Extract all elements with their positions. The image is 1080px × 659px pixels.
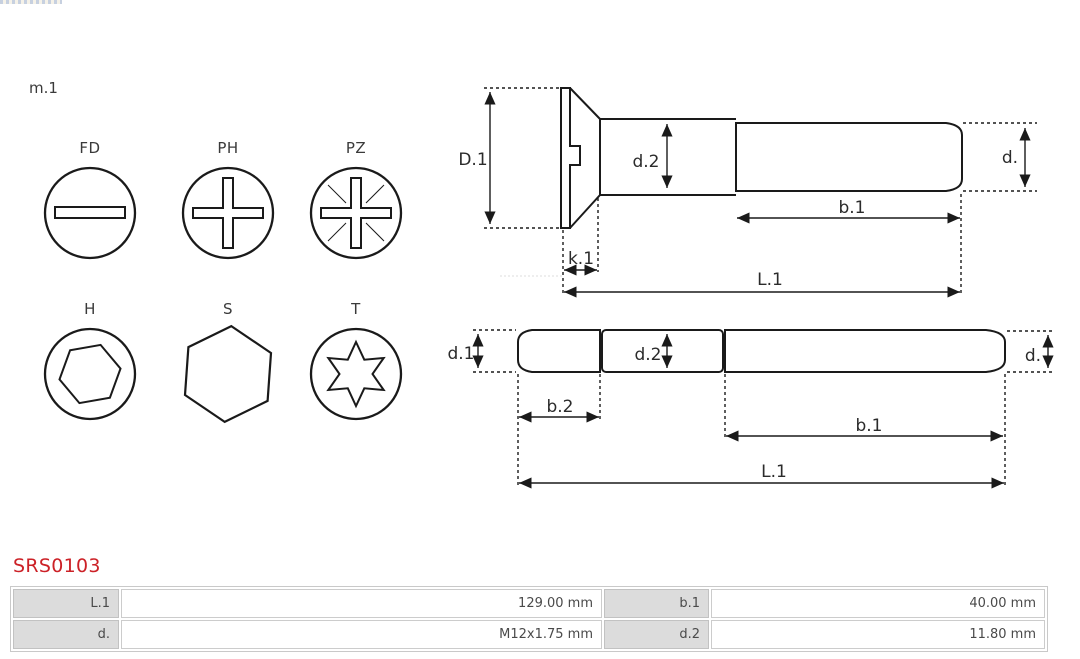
- dim-label-d2-top: d.2: [632, 152, 659, 172]
- drive-label-pz: PZ: [345, 139, 367, 157]
- stud-left-thread-section: [517, 329, 601, 373]
- dim-label-L1-top: L.1: [757, 270, 783, 290]
- dim-label-k1: k.1: [568, 249, 594, 269]
- spec-value-L1: 129.00 mm: [121, 589, 602, 618]
- part-ref-label: m.1: [29, 79, 58, 97]
- stud-middle-section: [601, 329, 724, 373]
- dim-label-b2: b.2: [546, 397, 573, 417]
- ph-phillips-icon: [181, 166, 275, 260]
- t-torx-icon: [309, 327, 403, 421]
- spec-key-b1: b.1: [604, 589, 709, 618]
- table-row: d. M12x1.75 mm d.2 11.80 mm: [13, 620, 1045, 649]
- thread-section: [735, 122, 963, 192]
- s-hex-head-icon: [183, 324, 273, 424]
- stud-right-thread-section: [724, 329, 1006, 373]
- drive-label-fd: FD: [79, 139, 101, 157]
- spec-table: L.1 129.00 mm b.1 40.00 mm d. M12x1.75 m…: [10, 586, 1048, 652]
- drive-label-ph: PH: [217, 139, 239, 157]
- dim-label-d-top: d.: [1002, 148, 1018, 168]
- corner-artifact: [0, 0, 62, 4]
- drive-label-t: T: [351, 300, 361, 318]
- dim-label-D1: D.1: [458, 150, 487, 170]
- pz-pozidriv-icon: [309, 166, 403, 260]
- dim-label-L1-bottom: L.1: [761, 462, 787, 482]
- spec-key-d2: d.2: [604, 620, 709, 649]
- drive-label-h: H: [84, 300, 96, 318]
- spec-value-d: M12x1.75 mm: [121, 620, 602, 649]
- spec-value-b1: 40.00 mm: [711, 589, 1045, 618]
- drive-label-s: S: [222, 300, 234, 318]
- countersunk-screw-dimensions: D.1 d.2 d. b.1 k.1 L.1: [458, 87, 1037, 298]
- product-code: SRS0103: [13, 555, 101, 577]
- spec-key-d: d.: [13, 620, 119, 649]
- stud-screw-outline: [517, 329, 1006, 373]
- fd-slotted-icon: [43, 166, 137, 260]
- spec-key-L1: L.1: [13, 589, 119, 618]
- spec-value-d2: 11.80 mm: [711, 620, 1045, 649]
- screw-technical-drawing: D.1 d.2 d. b.1 k.1 L.1: [447, 87, 1054, 489]
- dim-label-d-bottom: d.: [1025, 346, 1041, 366]
- countersunk-screw-outline: [560, 87, 963, 229]
- h-hex-socket-icon: [43, 327, 137, 421]
- dim-label-d2-bottom: d.2: [634, 345, 661, 365]
- dim-label-b1-top: b.1: [838, 198, 865, 218]
- stud-screw-dimensions: d.1 d.2 d. b.2 b.1 L.1: [447, 329, 1054, 489]
- table-row: L.1 129.00 mm b.1 40.00 mm: [13, 589, 1045, 618]
- dim-label-d1: d.1: [447, 344, 474, 364]
- dim-label-b1-bottom: b.1: [855, 416, 882, 436]
